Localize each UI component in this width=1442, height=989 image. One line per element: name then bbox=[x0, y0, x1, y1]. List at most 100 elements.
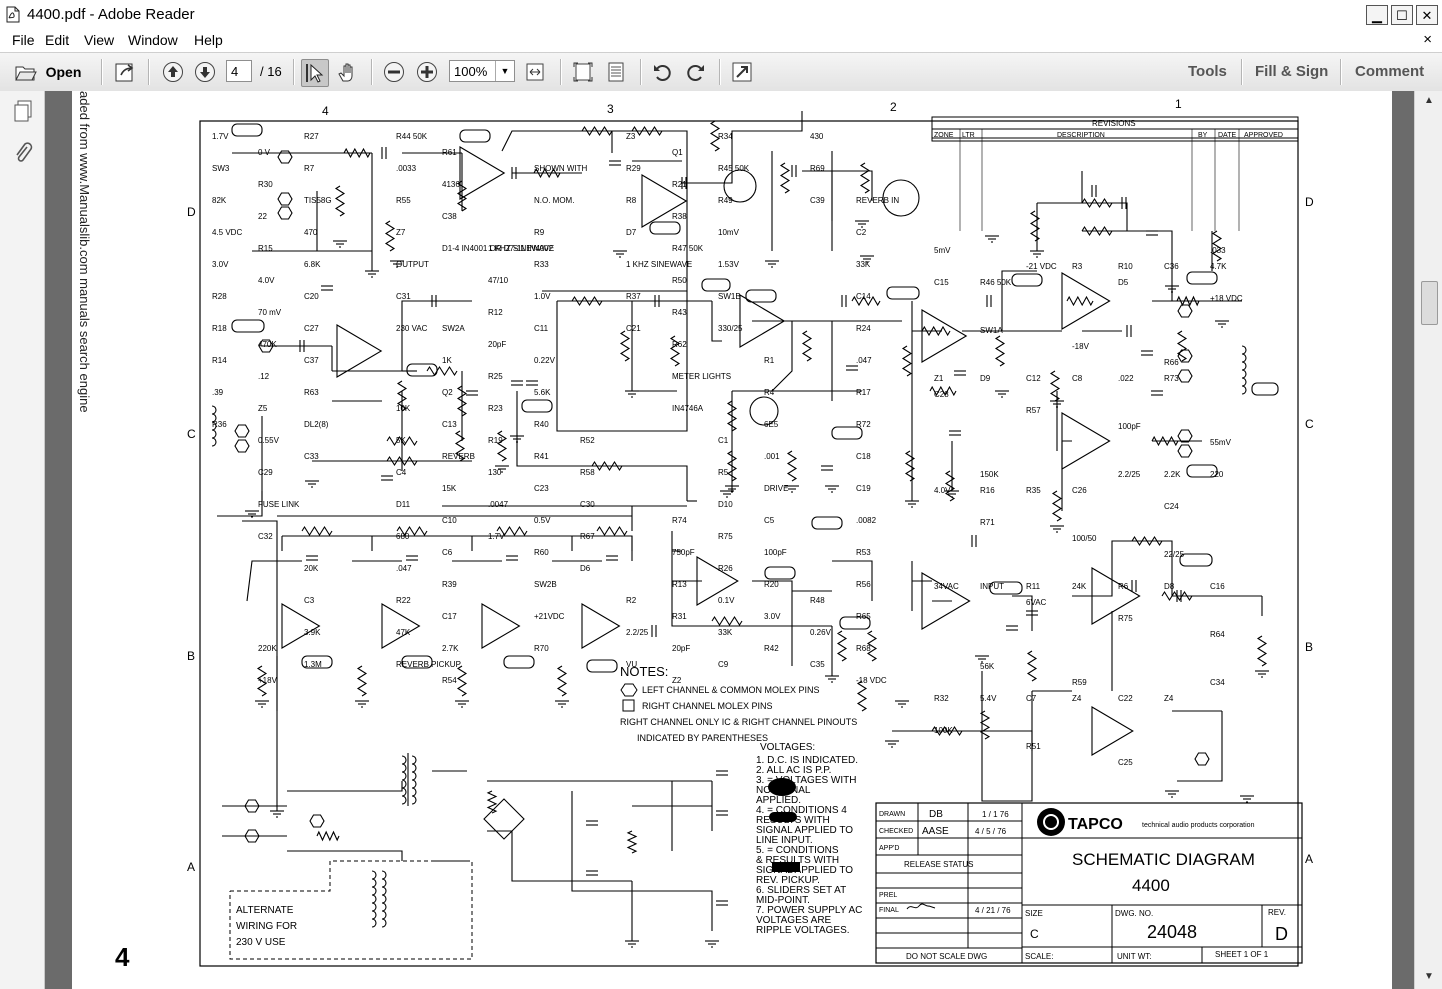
component-label: 10K bbox=[396, 404, 411, 413]
sheet-label: SHEET 1 OF 1 bbox=[1215, 950, 1269, 959]
component-label: REVERB bbox=[442, 452, 475, 461]
rotate-left-icon bbox=[654, 65, 671, 81]
component-label: .0033 bbox=[396, 164, 417, 173]
component-label: R36 bbox=[212, 420, 227, 429]
chevron-down-icon[interactable]: ▼ bbox=[495, 61, 514, 81]
hand-tool-button[interactable] bbox=[334, 59, 360, 85]
component-label: 4.0V bbox=[934, 486, 951, 495]
checked-by: AASE bbox=[922, 826, 949, 837]
component-label: R53 bbox=[856, 548, 871, 557]
schematic-symbols bbox=[211, 120, 1279, 948]
document-viewer[interactable]: aded from www.Manualslib.com manuals sea… bbox=[45, 91, 1414, 989]
close-document-icon[interactable]: × bbox=[1423, 31, 1432, 48]
component-label: C23 bbox=[534, 484, 549, 493]
scrolling-mode-button[interactable] bbox=[603, 59, 629, 85]
zoom-level-select[interactable]: 100% ▼ bbox=[449, 60, 515, 82]
component-label: C19 bbox=[856, 484, 871, 493]
component-label: C2 bbox=[856, 228, 867, 237]
fit-page-button[interactable] bbox=[570, 59, 596, 85]
component-label: +18 VDC bbox=[1210, 294, 1243, 303]
scrollbar-thumb[interactable] bbox=[1421, 281, 1438, 325]
zoom-in-button[interactable] bbox=[414, 59, 440, 85]
tools-link[interactable]: Tools bbox=[1188, 63, 1227, 80]
component-label: 0.1V bbox=[718, 596, 735, 605]
component-label: C14 bbox=[856, 292, 871, 301]
rev-col-description: DESCRIPTION bbox=[1057, 132, 1105, 139]
component-label: 2.2K bbox=[1164, 470, 1181, 479]
component-label: R25 bbox=[488, 372, 503, 381]
component-label: 47/10 bbox=[488, 276, 509, 285]
component-label: C13 bbox=[442, 420, 457, 429]
minimize-button[interactable]: ▁ bbox=[1366, 5, 1388, 25]
component-label: SW1B bbox=[718, 292, 741, 301]
component-label: C22 bbox=[1118, 694, 1133, 703]
component-label: C35 bbox=[810, 660, 825, 669]
menu-file[interactable]: File bbox=[12, 32, 35, 48]
component-label: 15K bbox=[442, 484, 457, 493]
component-label: Z2 bbox=[672, 676, 682, 685]
component-label: 0.26V bbox=[810, 628, 832, 637]
open-button[interactable]: Open bbox=[10, 59, 85, 85]
component-label: C4 bbox=[396, 468, 407, 477]
comment-link[interactable]: Comment bbox=[1355, 63, 1425, 80]
full-screen-button[interactable] bbox=[729, 59, 755, 85]
dwg-number: 24048 bbox=[1147, 922, 1197, 942]
component-label: 6VAC bbox=[1026, 598, 1047, 607]
menu-edit[interactable]: Edit bbox=[45, 32, 70, 48]
company-sub: technical audio products corporation bbox=[1142, 822, 1255, 829]
component-label: 4.0V bbox=[258, 276, 275, 285]
component-label: 22 bbox=[258, 212, 267, 221]
share-button[interactable] bbox=[112, 59, 138, 85]
menu-help[interactable]: Help bbox=[194, 32, 223, 48]
alt-wiring-line-0: ALTERNATE bbox=[236, 905, 294, 916]
pdf-page[interactable]: aded from www.Manualslib.com manuals sea… bbox=[72, 91, 1392, 989]
component-label: D7 bbox=[626, 228, 637, 237]
scroll-down-icon[interactable]: ▼ bbox=[1424, 971, 1434, 982]
close-window-button[interactable]: ✕ bbox=[1416, 5, 1438, 25]
component-label: .39 bbox=[212, 388, 224, 397]
attachments-paperclip-icon[interactable] bbox=[12, 141, 34, 165]
appd-label: APP'D bbox=[879, 845, 899, 852]
scroll-up-icon[interactable]: ▲ bbox=[1424, 95, 1434, 106]
component-label: Q1 bbox=[672, 148, 683, 157]
component-label: R29 bbox=[626, 164, 641, 173]
voltage-note: VOLTAGES ARE bbox=[756, 915, 832, 926]
rotate-clockwise-button[interactable] bbox=[683, 59, 709, 85]
component-label: R57 bbox=[1026, 406, 1041, 415]
previous-page-button[interactable] bbox=[160, 59, 186, 85]
menu-view[interactable]: View bbox=[84, 32, 115, 48]
component-label: R13 bbox=[672, 580, 687, 589]
component-label: R67 bbox=[580, 532, 595, 541]
rotate-counterclockwise-button[interactable] bbox=[649, 59, 675, 85]
next-page-button[interactable] bbox=[192, 59, 218, 85]
component-label: 0.55V bbox=[258, 436, 280, 445]
fit-width-button[interactable] bbox=[522, 59, 548, 85]
drawing-title: SCHEMATIC DIAGRAM bbox=[1072, 850, 1255, 869]
component-label: 2.2/25 bbox=[626, 628, 649, 637]
checked-date: 4 / 5 / 76 bbox=[975, 827, 1007, 836]
page-thumbnails-icon[interactable] bbox=[12, 99, 34, 123]
vertical-scrollbar[interactable]: ▲ ▼ bbox=[1414, 91, 1442, 989]
component-label: D10 bbox=[718, 500, 733, 509]
component-label: 1.7V bbox=[488, 532, 505, 541]
component-label: .0047 bbox=[488, 500, 509, 509]
page-number-corner: 4 bbox=[115, 942, 130, 972]
fill-sign-link[interactable]: Fill & Sign bbox=[1255, 63, 1329, 80]
page-number-input[interactable]: 4 bbox=[226, 60, 252, 82]
component-label: 20pF bbox=[488, 340, 506, 349]
component-label: 33K bbox=[718, 628, 733, 637]
component-label: R10 bbox=[1118, 262, 1133, 271]
rev-col-zone: ZONE bbox=[934, 132, 954, 139]
menu-window[interactable]: Window bbox=[128, 32, 178, 48]
dwg-label: DWG. NO. bbox=[1115, 909, 1153, 918]
component-label: R28 bbox=[212, 292, 227, 301]
zoom-level-value: 100% bbox=[454, 63, 488, 79]
component-label: R32 bbox=[934, 694, 949, 703]
component-label: C37 bbox=[304, 356, 319, 365]
zoom-out-button[interactable] bbox=[381, 59, 407, 85]
select-tool-button[interactable] bbox=[301, 59, 329, 87]
component-label: R31 bbox=[672, 612, 687, 621]
open-label: Open bbox=[45, 64, 82, 80]
maximize-button[interactable]: ☐ bbox=[1391, 5, 1413, 25]
component-label: R51 bbox=[1026, 742, 1041, 751]
